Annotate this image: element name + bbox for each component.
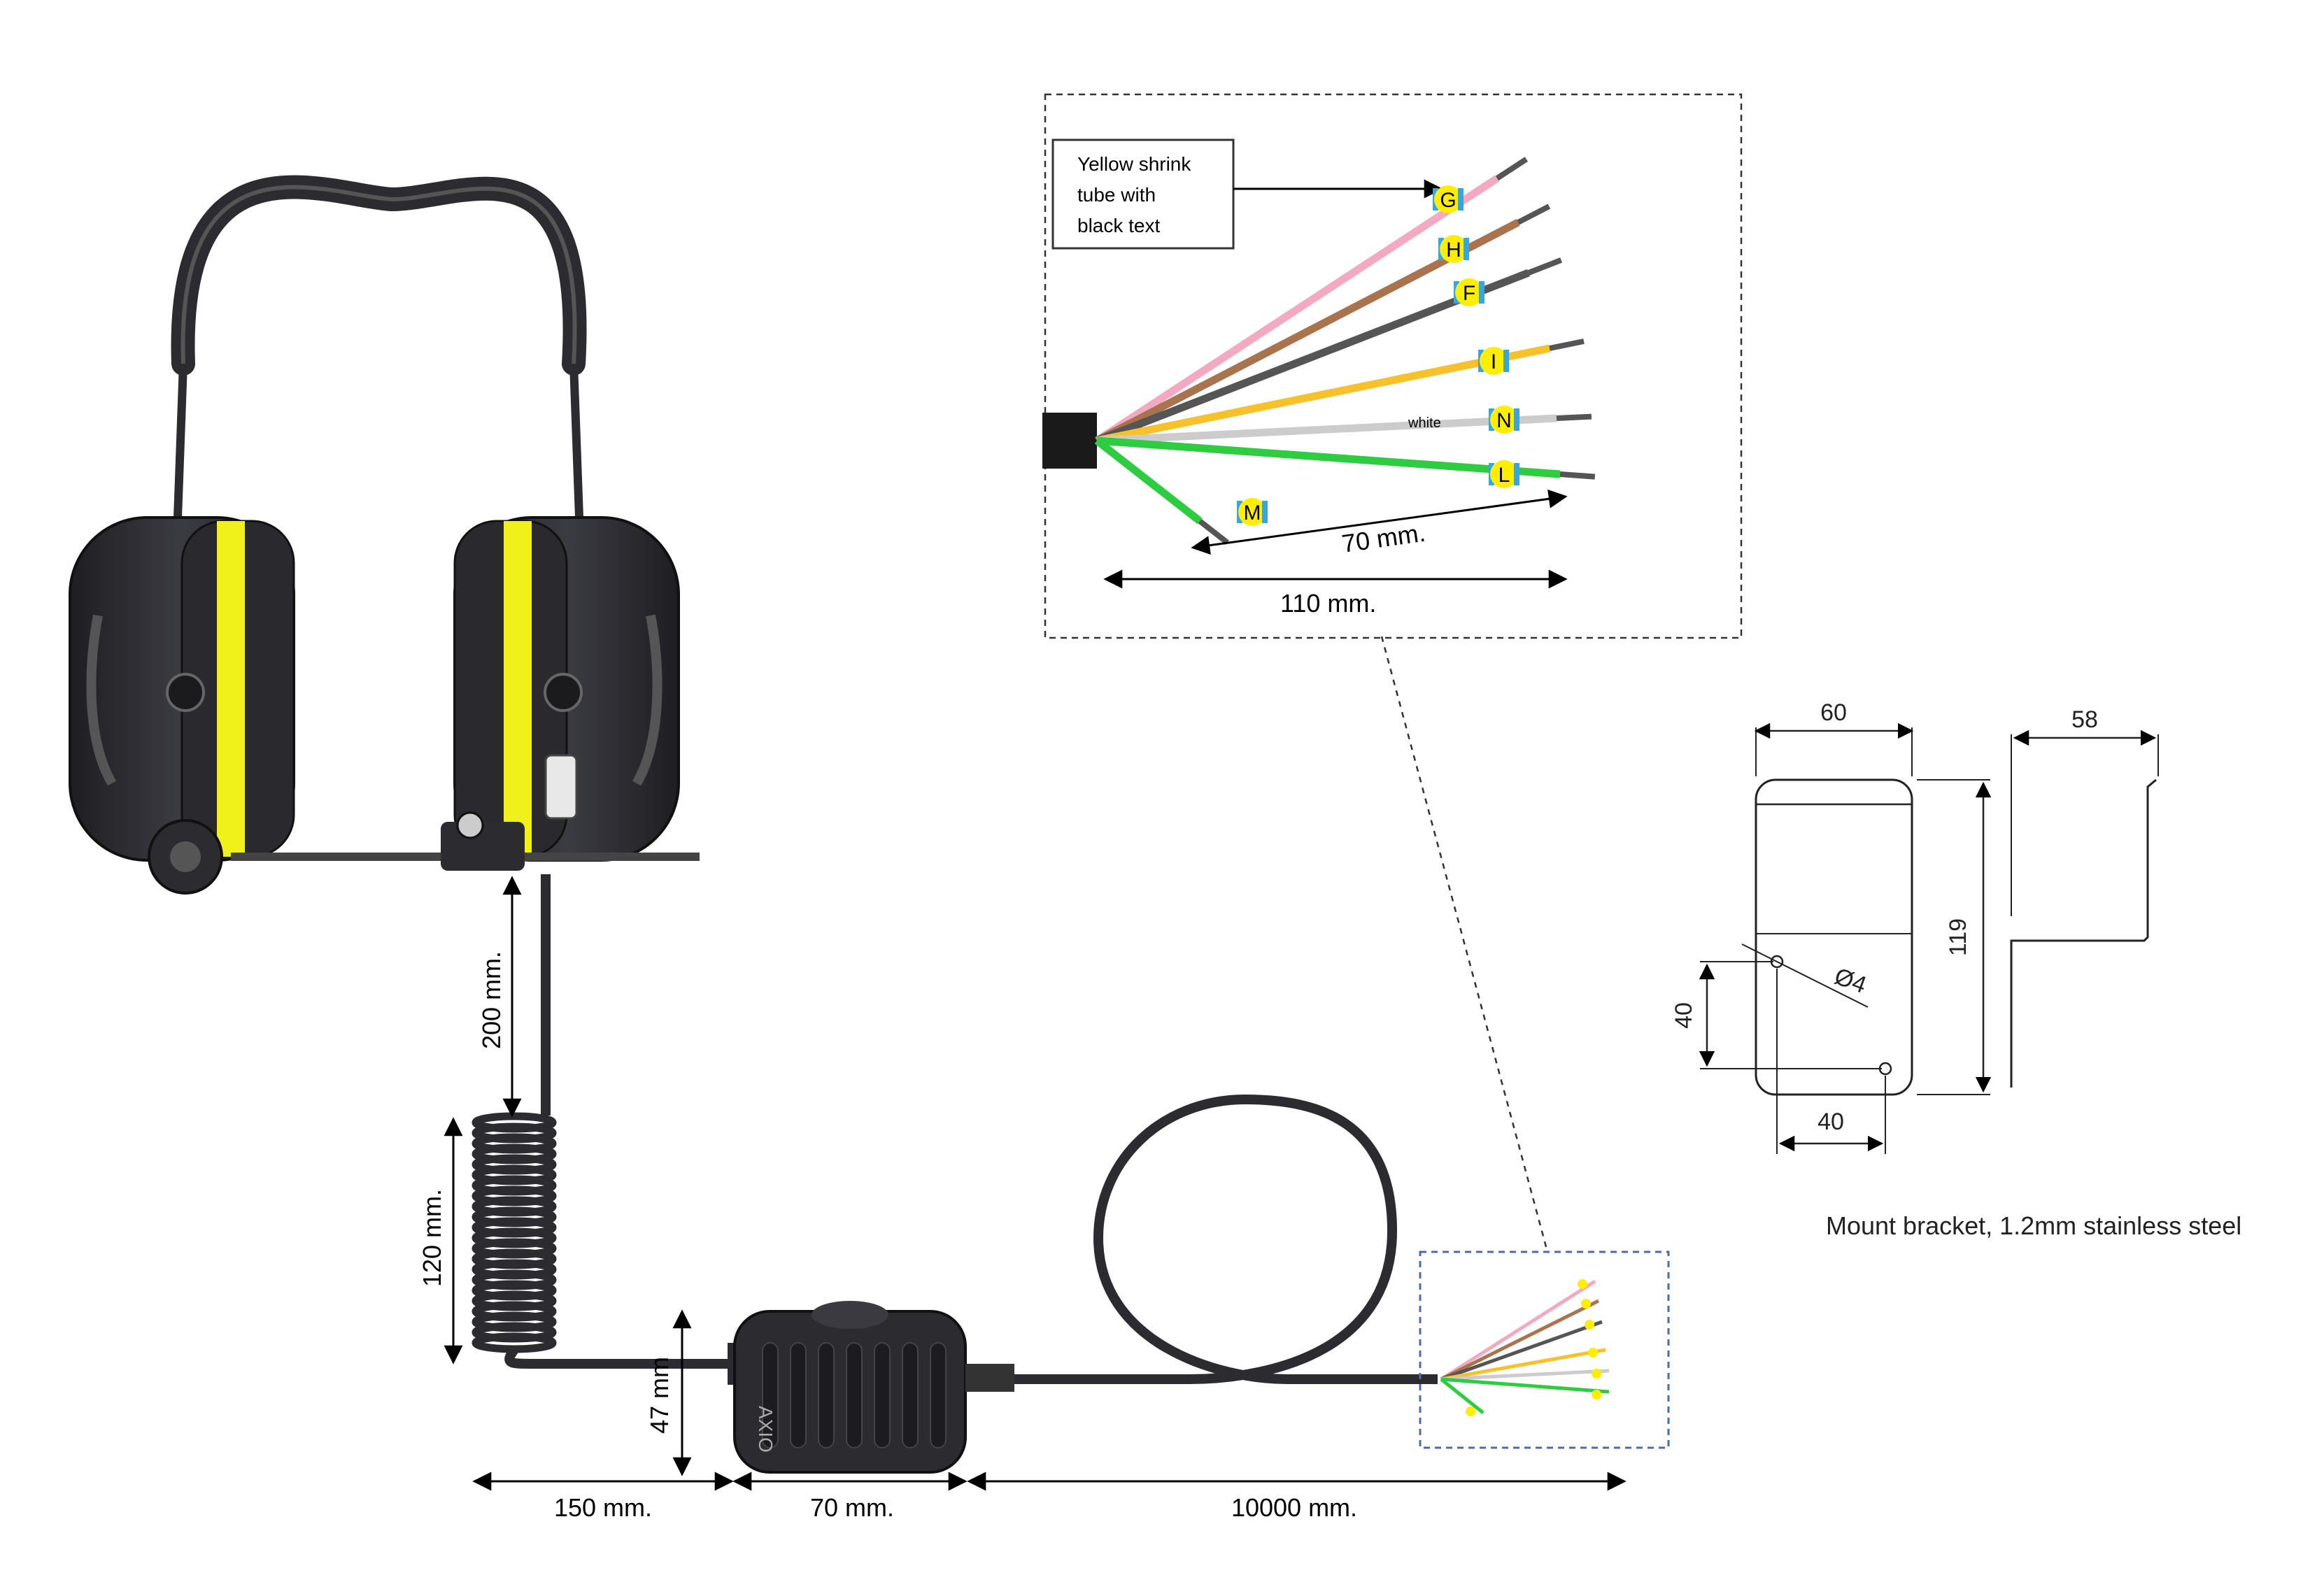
ptt-unit: AXIO <box>728 1301 1014 1474</box>
bracket-width-label: 60 <box>1820 699 1847 726</box>
boom-microphone <box>148 811 700 895</box>
wire-letter-f: F <box>1463 282 1475 305</box>
dim-70-label: 70 mm. <box>810 1493 894 1522</box>
bracket-height-label: 119 <box>1945 918 1971 956</box>
tag-band-l <box>1514 463 1519 485</box>
mini-wire-h <box>1440 1299 1600 1381</box>
mini-wire-n <box>1440 1369 1610 1381</box>
wire-tip-f <box>1527 257 1563 276</box>
wire-i <box>1096 344 1551 445</box>
bracket-hole-height-label: 40 <box>1671 1002 1697 1029</box>
headband <box>171 175 587 376</box>
tag-band-m <box>1262 501 1268 523</box>
wire-letter-i: I <box>1491 350 1496 373</box>
right-earcup <box>453 516 680 862</box>
zoom-leader-line <box>1380 636 1549 1253</box>
mini-wire-i <box>1440 1348 1606 1381</box>
shrink-tag-g <box>1434 185 1462 213</box>
dim-10000-label: 10000 mm. <box>1231 1493 1357 1522</box>
wire-tip-i <box>1549 339 1585 351</box>
mini-wire-g <box>1440 1279 1596 1381</box>
tag-band-i <box>1503 350 1509 372</box>
wire-zoom-box: Yellow shrink tube with black text G HF I N… <box>1042 93 1743 639</box>
shrink-tag-n <box>1490 406 1518 434</box>
wire-letter-h: H <box>1446 238 1461 262</box>
wire-tip-l <box>1559 471 1596 480</box>
callout-line-1: Yellow shrink <box>1077 153 1191 175</box>
bracket-caption: Mount bracket, 1.2mm stainless steel <box>1826 1211 2241 1240</box>
mini-tag-l <box>1592 1390 1601 1399</box>
cable-end-preview <box>1419 1251 1670 1449</box>
coiled-cable <box>472 1112 557 1353</box>
tag-band-h <box>1464 238 1469 260</box>
wire-letter-n: N <box>1496 409 1512 432</box>
shrink-tag-h <box>1440 235 1468 263</box>
dim-strip-long-label: 110 mm. <box>1280 589 1376 618</box>
headset <box>69 175 700 895</box>
mini-tag-g <box>1578 1279 1587 1289</box>
shrink-tag-i <box>1480 347 1508 375</box>
dim-150-label: 150 mm. <box>554 1493 652 1522</box>
mini-tag-i <box>1588 1348 1598 1358</box>
callout-box: Yellow shrink tube with black text <box>1051 138 1235 250</box>
mini-tag-h <box>1581 1299 1591 1309</box>
tag-band-f <box>1479 281 1485 304</box>
wire-n <box>1096 414 1557 445</box>
connector-plug <box>544 754 578 820</box>
shrink-tag-l <box>1490 460 1518 488</box>
mini-tag-n <box>1592 1369 1601 1378</box>
wire-tip-g <box>1495 157 1529 181</box>
wire-letter-g: G <box>1440 189 1456 212</box>
dim-47-label: 47 mm <box>645 1357 674 1434</box>
dim-strip-short-label: 70 mm. <box>1340 518 1427 558</box>
shrink-tag-f <box>1455 278 1483 306</box>
bracket-side-view <box>2010 778 2157 1088</box>
wire-letter-l: L <box>1498 464 1510 487</box>
white-wire-label: white <box>1408 415 1441 431</box>
earcup-stripe-left <box>217 521 245 857</box>
dim-200-label: 200 mm. <box>477 951 506 1049</box>
left-earcup <box>69 516 295 862</box>
mount-bracket-drawing: Ø4 60 119 40 40 58 Mount bracket, 1.2mm … <box>1671 699 2241 1240</box>
callout-line-3: black text <box>1077 215 1160 236</box>
mini-wire-m <box>1440 1378 1485 1414</box>
wire-g <box>1094 175 1500 444</box>
dim-120-label: 120 mm. <box>418 1189 446 1287</box>
bracket-hole-spacing-label: 40 <box>1817 1109 1844 1135</box>
mini-tag-m <box>1466 1406 1475 1416</box>
wire-m <box>1094 437 1203 525</box>
bracket-front-view <box>1755 778 1913 1096</box>
wire-tip-m <box>1198 518 1229 545</box>
tag-band-g <box>1458 188 1464 211</box>
main-cable <box>1014 1094 1438 1384</box>
wire-letter-m: M <box>1244 501 1261 525</box>
tag-band-n <box>1514 408 1519 431</box>
coil-to-ptt-cable <box>504 1346 742 1369</box>
earcup-stripe-right <box>504 521 532 857</box>
hole-diameter-label: Ø4 <box>1831 963 1870 999</box>
mini-wire-f <box>1440 1320 1603 1381</box>
mini-wire-l <box>1440 1377 1610 1394</box>
callout-line-2: tube with <box>1077 184 1156 206</box>
cable-jacket <box>1042 413 1097 469</box>
wire-tip-n <box>1556 413 1592 421</box>
mini-tag-f <box>1585 1320 1594 1330</box>
wire-tip-h <box>1517 204 1551 225</box>
ptt-brand-label: AXIO <box>755 1406 777 1453</box>
bracket-side-width-label: 58 <box>2071 706 2098 733</box>
dim-strip-short <box>1191 489 1568 555</box>
wire-l <box>1096 436 1561 478</box>
